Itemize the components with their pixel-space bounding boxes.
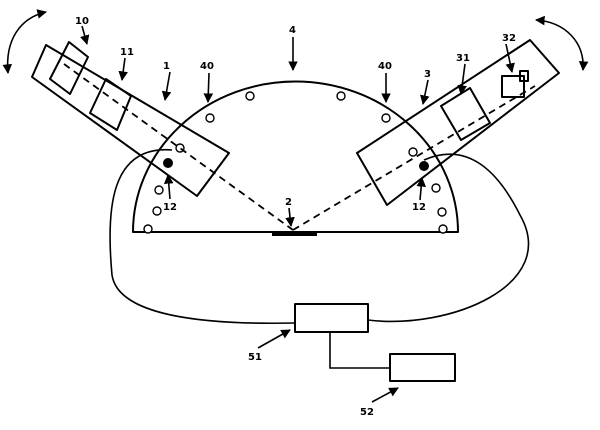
- label-40-right: 40: [378, 61, 392, 72]
- label-3: 3: [424, 69, 431, 80]
- reference-labels: 10 11 1 40 4 40 3 31 32 12 12 2 51 52: [75, 16, 516, 418]
- right-rotation-arrow: [535, 15, 589, 71]
- beam-paths: [63, 63, 536, 231]
- left-cable: [109, 149, 296, 325]
- label-12-left: 12: [163, 202, 177, 213]
- sample-block: [272, 231, 317, 236]
- label-32: 32: [502, 33, 516, 44]
- label-12-right: 12: [412, 202, 426, 213]
- label-4: 4: [289, 25, 296, 36]
- label-40-left: 40: [200, 61, 214, 72]
- mounting-holes: [143, 91, 448, 234]
- controller-link: [329, 332, 390, 369]
- label-52: 52: [360, 407, 374, 418]
- label-31: 31: [456, 53, 470, 64]
- left-pivot: [163, 158, 173, 168]
- leader-lines: [80, 25, 515, 403]
- controller-box-51: [294, 303, 369, 333]
- right-pivot: [419, 161, 429, 171]
- label-2: 2: [285, 197, 292, 208]
- semicircle-plate: [132, 80, 459, 233]
- label-1: 1: [163, 61, 170, 72]
- label-10: 10: [75, 16, 89, 27]
- label-11: 11: [120, 47, 134, 58]
- label-51: 51: [248, 352, 262, 363]
- right-cable: [367, 153, 529, 323]
- left-rotation-arrow: [2, 9, 47, 74]
- computer-box-52: [389, 353, 456, 382]
